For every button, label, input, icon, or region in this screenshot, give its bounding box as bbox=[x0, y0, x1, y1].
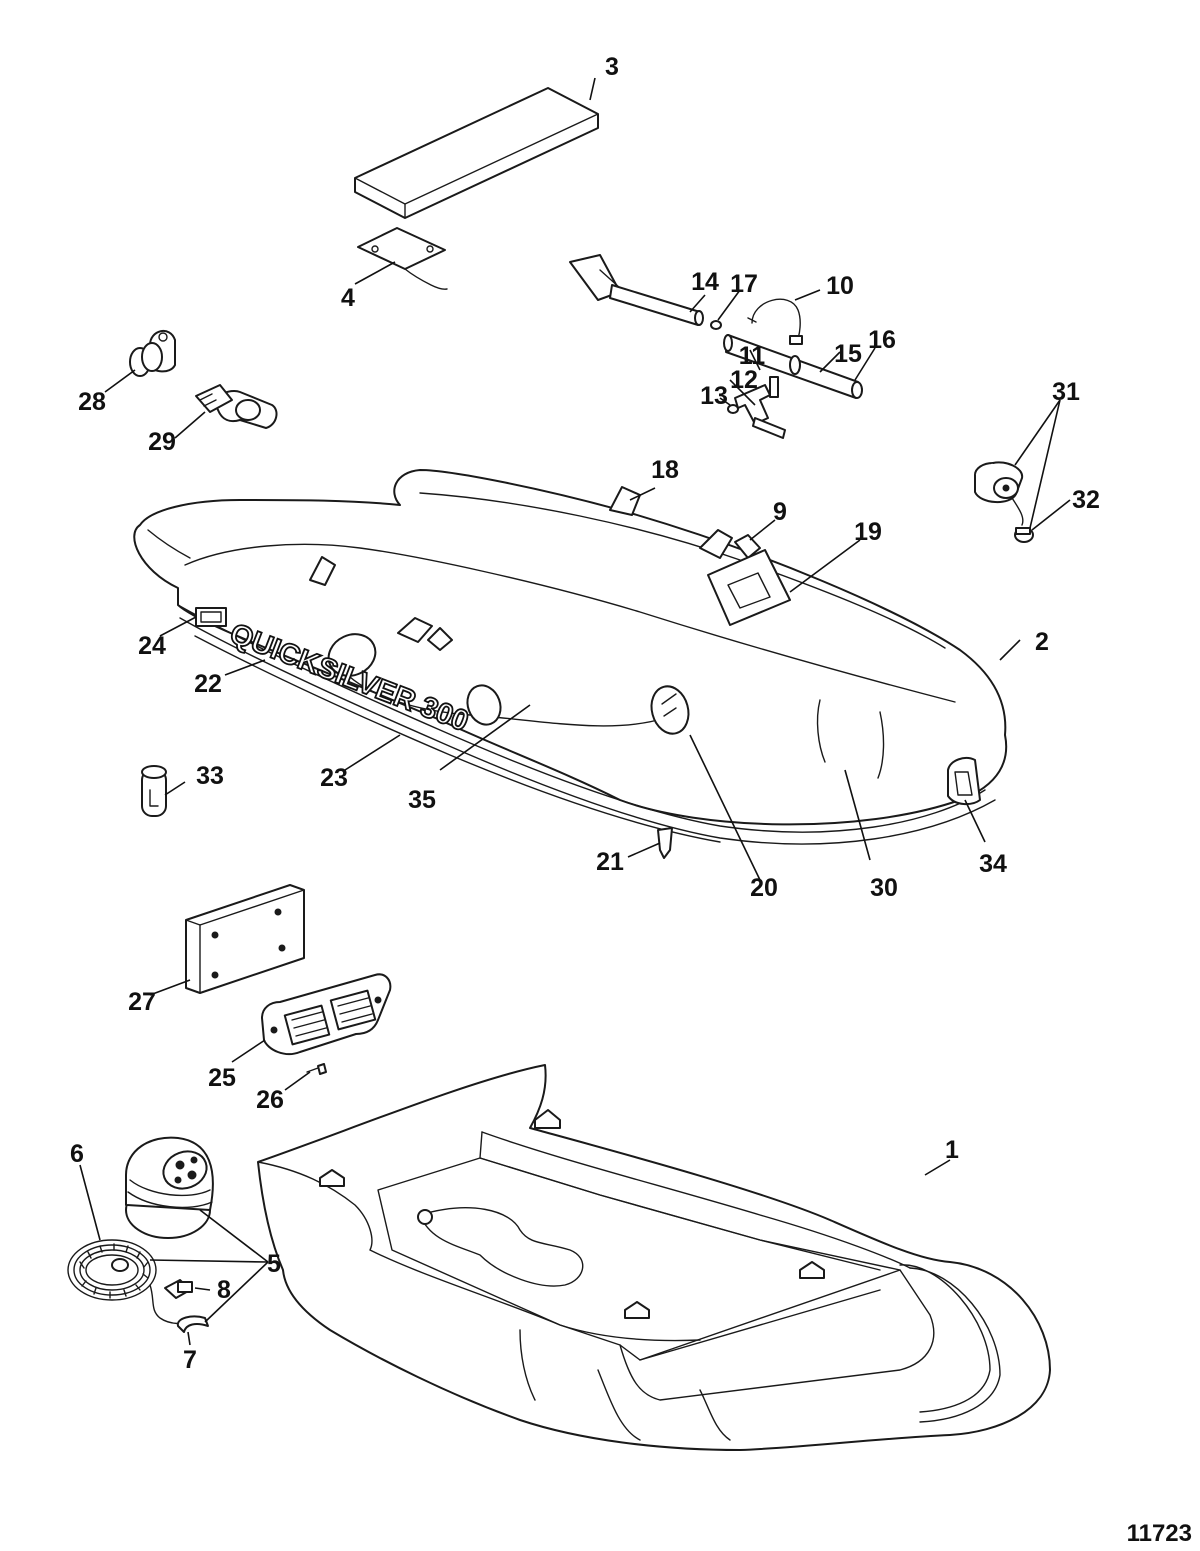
callout-17: 17 bbox=[730, 270, 758, 298]
callout-30: 30 bbox=[870, 874, 898, 902]
callout-13: 13 bbox=[700, 382, 728, 410]
callout-2: 2 bbox=[1035, 628, 1049, 656]
seat-strap-part bbox=[357, 227, 448, 290]
figure-number: 11723 bbox=[1127, 1520, 1192, 1547]
callout-32: 32 bbox=[1072, 486, 1100, 514]
hull-floor-part bbox=[257, 1064, 1051, 1451]
callout-33: 33 bbox=[196, 762, 224, 790]
callout-23: 23 bbox=[320, 764, 348, 792]
callout-16: 16 bbox=[868, 326, 896, 354]
vent-plate-part bbox=[261, 973, 392, 1075]
callout-34: 34 bbox=[979, 850, 1007, 878]
callout-31: 31 bbox=[1052, 378, 1080, 406]
callout-28: 28 bbox=[78, 388, 106, 416]
callout-12: 12 bbox=[730, 366, 758, 394]
transom-pad-part bbox=[185, 884, 305, 994]
callout-29: 29 bbox=[148, 428, 176, 456]
callout-4: 4 bbox=[341, 284, 355, 312]
callout-8: 8 bbox=[217, 1276, 231, 1304]
callout-7: 7 bbox=[183, 1346, 197, 1374]
callout-10: 10 bbox=[826, 272, 854, 300]
callout-24: 24 bbox=[138, 632, 166, 660]
callout-20: 20 bbox=[750, 874, 778, 902]
callout-26: 26 bbox=[256, 1086, 284, 1114]
pump-hose-part bbox=[67, 1239, 209, 1333]
oar-assembly bbox=[569, 254, 863, 439]
callout-1: 1 bbox=[945, 1136, 959, 1164]
callout-9: 9 bbox=[773, 498, 787, 526]
callout-19: 19 bbox=[854, 518, 882, 546]
callout-15: 15 bbox=[834, 340, 862, 368]
leader-lines bbox=[79, 77, 1071, 1346]
callout-3: 3 bbox=[605, 53, 619, 81]
drain-plug-part bbox=[195, 384, 278, 429]
inflation-valve-part bbox=[974, 461, 1034, 543]
callout-14: 14 bbox=[691, 268, 719, 296]
callout-18: 18 bbox=[651, 456, 679, 484]
callout-labels: 1 2 3 4 5 6 7 8 9 10 11 12 13 14 15 16 1… bbox=[70, 53, 1100, 1374]
callout-25: 25 bbox=[208, 1064, 236, 1092]
inflatable-boat-part bbox=[133, 469, 1008, 859]
sleeve-part bbox=[141, 765, 167, 817]
callout-11: 11 bbox=[739, 342, 766, 370]
callout-22: 22 bbox=[194, 670, 222, 698]
callout-27: 27 bbox=[128, 988, 156, 1016]
seat-board-part bbox=[354, 87, 599, 219]
callout-21: 21 bbox=[596, 848, 624, 876]
callout-5: 5 bbox=[267, 1250, 281, 1278]
foot-pump-part bbox=[125, 1136, 214, 1239]
callout-35: 35 bbox=[408, 786, 436, 814]
drain-valve-part bbox=[129, 330, 176, 377]
callout-6: 6 bbox=[70, 1140, 84, 1168]
